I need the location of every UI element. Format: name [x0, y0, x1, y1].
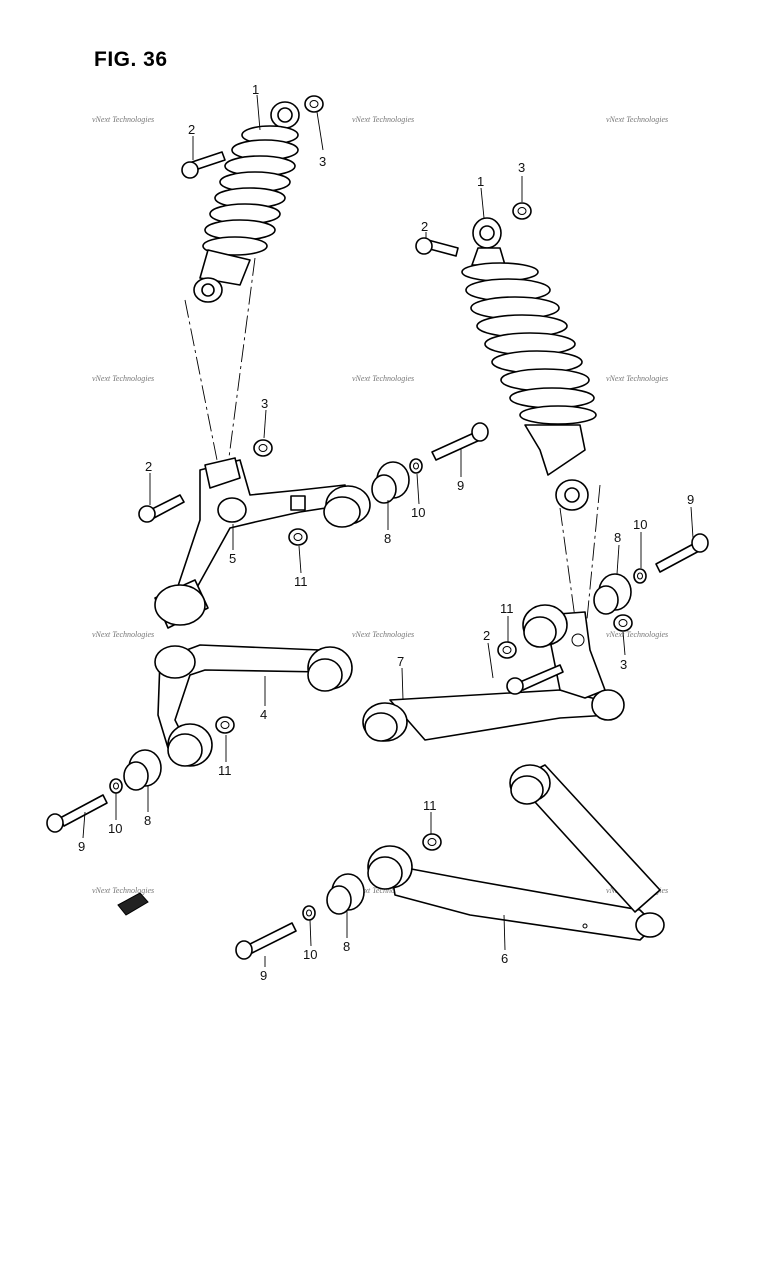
bolt [655, 533, 709, 573]
callout-number: 11 [500, 601, 514, 616]
nut [304, 95, 324, 113]
callout-number: 9 [457, 478, 464, 493]
callout-number: 9 [78, 839, 85, 854]
nut [613, 614, 633, 632]
washer [633, 568, 647, 584]
callout-labels: 1 2 3 1 3 2 3 2 9 10 8 5 11 9 10 8 11 2 … [78, 82, 694, 983]
washer [302, 905, 316, 921]
svg-text:vNext Technologies: vNext Technologies [606, 374, 668, 383]
callout-number: 5 [229, 551, 236, 566]
figure-title: FIG. 36 [94, 48, 168, 71]
nut [422, 833, 442, 851]
callout-number: 10 [303, 947, 317, 962]
callout-number: 6 [501, 951, 508, 966]
watermark: vNext Technologies [352, 374, 414, 383]
callout-number: 2 [483, 628, 490, 643]
nut [215, 716, 235, 734]
bushing [326, 873, 365, 915]
upper-arm-right [362, 604, 625, 742]
svg-text:vNext Technologies: vNext Technologies [606, 115, 668, 124]
bolt [138, 494, 185, 523]
watermark: vNext Technologies [352, 630, 414, 639]
callout-number: 3 [620, 657, 627, 672]
svg-text:vNext Technologies: vNext Technologies [92, 374, 154, 383]
watermark: vNext Technologies [92, 115, 154, 124]
callout-number: 11 [218, 763, 232, 778]
svg-text:vNext Technologies: vNext Technologies [606, 630, 668, 639]
callout-number: 8 [144, 813, 151, 828]
shock-absorber-left [193, 101, 300, 303]
bolt [46, 794, 108, 833]
watermark: vNext Technologies [92, 374, 154, 383]
callout-leader-lines [82, 94, 694, 967]
callout-number: 3 [319, 154, 326, 169]
lower-arm-left [154, 644, 353, 767]
callout-number: 4 [260, 707, 267, 722]
callout-number: 8 [614, 530, 621, 545]
bushing [123, 749, 162, 791]
callout-number: 2 [145, 459, 152, 474]
washer [109, 778, 123, 794]
callout-number: 7 [397, 654, 404, 669]
bolt [431, 422, 489, 461]
callout-number: 8 [384, 531, 391, 546]
svg-text:vNext Technologies: vNext Technologies [352, 374, 414, 383]
watermark: vNext Technologies [92, 886, 154, 895]
callout-number: 1 [477, 174, 484, 189]
svg-text:vNext Technologies: vNext Technologies [352, 115, 414, 124]
callout-number: 3 [261, 396, 268, 411]
callout-number: 10 [633, 517, 647, 532]
callout-number: 8 [343, 939, 350, 954]
bolt [181, 151, 226, 179]
watermark: vNext Technologies [352, 115, 414, 124]
callout-number: 11 [423, 798, 437, 813]
callout-number: 2 [188, 122, 195, 137]
callout-number: 10 [411, 505, 425, 520]
svg-text:vNext Technologies: vNext Technologies [92, 886, 154, 895]
callout-number: 10 [108, 821, 122, 836]
nut [497, 641, 517, 659]
svg-text:vNext Technologies: vNext Technologies [352, 630, 414, 639]
washer [409, 458, 423, 474]
bolt [235, 922, 297, 960]
callout-number: 2 [421, 219, 428, 234]
front-direction-arrow-icon [117, 892, 149, 916]
callout-number: 3 [518, 160, 525, 175]
bolt [415, 237, 459, 257]
watermark: vNext Technologies [92, 630, 154, 639]
watermark: vNext Technologies [606, 115, 668, 124]
upper-arm-left [154, 457, 371, 629]
callout-number: 9 [687, 492, 694, 507]
callout-number: 9 [260, 968, 267, 983]
watermark: vNext Technologies [606, 374, 668, 383]
svg-text:vNext Technologies: vNext Technologies [92, 115, 154, 124]
svg-text:vNext Technologies: vNext Technologies [352, 886, 414, 895]
bolt [506, 664, 564, 695]
watermark: vNext Technologies [606, 630, 668, 639]
watermark: vNext Technologies [352, 886, 414, 895]
nut [253, 439, 273, 457]
nut [288, 528, 308, 546]
callout-number: 11 [294, 574, 308, 589]
coil-spring [461, 262, 597, 425]
bushing [371, 461, 410, 504]
coil-spring [202, 125, 299, 256]
nut [512, 202, 532, 220]
bushing [593, 573, 632, 615]
callout-number: 1 [252, 82, 259, 97]
shock-absorber-right [461, 217, 597, 511]
svg-text:vNext Technologies: vNext Technologies [92, 630, 154, 639]
lower-arm-right [367, 764, 665, 941]
